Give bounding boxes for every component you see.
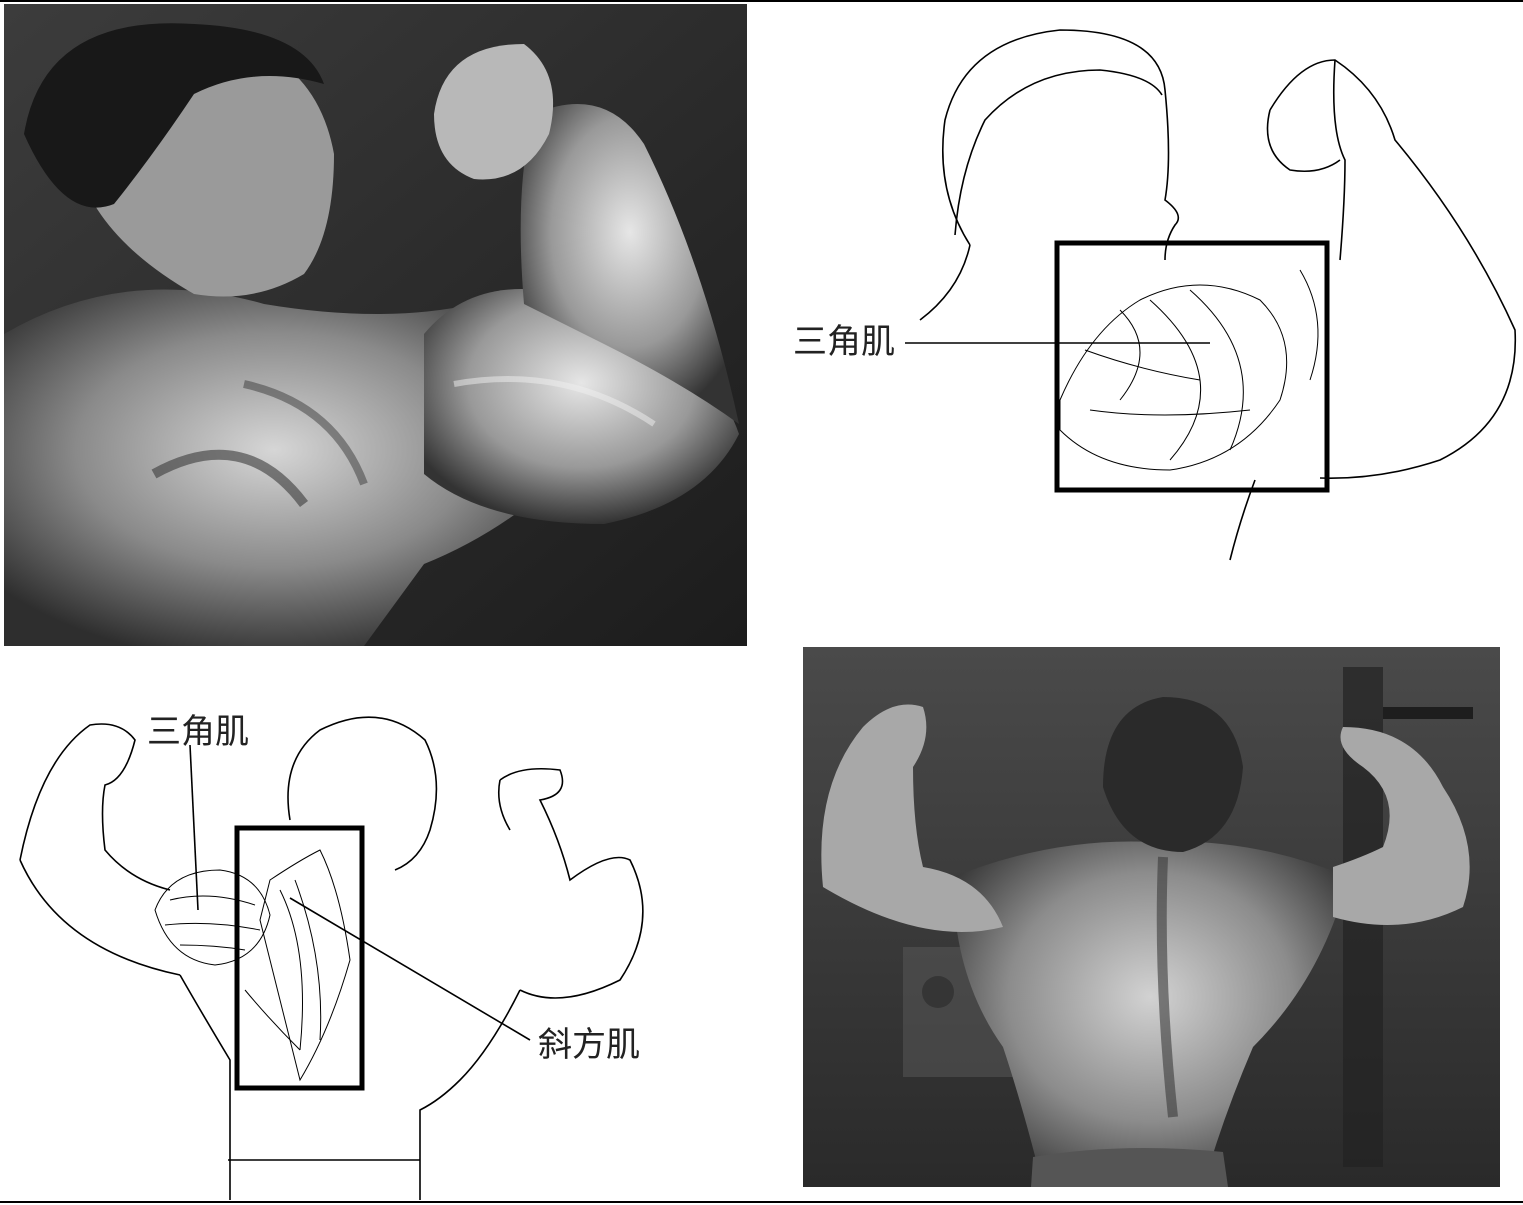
label-deltoid-back: 三角肌 — [147, 712, 249, 752]
label-trapezius: 斜方肌 — [538, 1025, 640, 1065]
bottom-rule — [0, 1201, 1523, 1203]
label-deltoid-front: 三角肌 — [793, 322, 895, 362]
top-rule — [0, 0, 1523, 2]
photo-front-biceps-pose — [4, 4, 747, 646]
drawing-back-trapezius — [0, 690, 700, 1205]
drawing-front-deltoid — [780, 20, 1523, 580]
photo-back-double-biceps-pose — [803, 647, 1500, 1187]
